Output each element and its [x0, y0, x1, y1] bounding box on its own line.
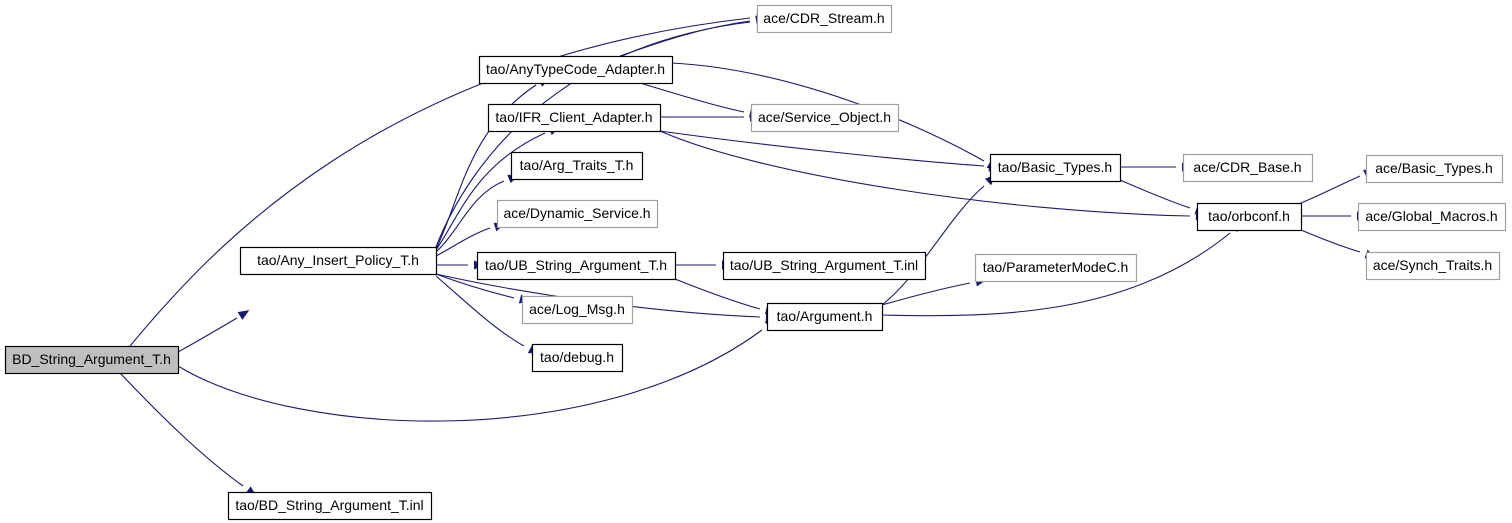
graph-node-argument[interactable]: tao/Argument.h	[766, 302, 884, 332]
node-label: ace/Dynamic_Service.h	[503, 205, 650, 221]
node-label: tao/debug.h	[540, 349, 614, 365]
node-label: ace/Global_Macros.h	[1365, 208, 1497, 224]
graph-node-ifr_client[interactable]: tao/IFR_Client_Adapter.h	[487, 103, 662, 133]
graph-node-basic_types_tao[interactable]: tao/Basic_Types.h	[989, 153, 1122, 183]
graph-node-any_insert[interactable]: tao/Any_Insert_Policy_T.h	[239, 246, 438, 276]
node-label: ace/CDR_Base.h	[1193, 159, 1301, 175]
node-label: ace/Log_Msg.h	[529, 301, 625, 317]
edge-bd_string-to-any_insert	[177, 310, 250, 353]
node-box[interactable]	[496, 199, 659, 229]
node-label: ace/Basic_Types.h	[1375, 160, 1493, 176]
edge-line	[881, 282, 971, 306]
graph-node-debug[interactable]: tao/debug.h	[531, 343, 624, 373]
edge-basic_types_tao-to-orbconf	[1119, 179, 1207, 215]
edge-line	[619, 20, 751, 57]
edge-line	[1119, 179, 1191, 209]
node-box[interactable]	[974, 253, 1138, 283]
edge-ifr_client-to-basic_types_tao	[659, 130, 1000, 172]
graph-node-orbconf[interactable]: tao/orbconf.h	[1196, 202, 1303, 232]
graph-node-global_macros[interactable]: ace/Global_Macros.h	[1357, 202, 1507, 232]
edge-bd_string-to-argument	[177, 316, 776, 422]
node-box[interactable]	[227, 491, 433, 521]
node-box[interactable]	[531, 343, 624, 373]
edge-line	[435, 180, 505, 253]
node-box[interactable]	[510, 151, 644, 181]
arrow-head-icon	[237, 310, 250, 320]
edge-line	[129, 17, 751, 347]
graph-node-basic_types_ace[interactable]: ace/Basic_Types.h	[1365, 154, 1504, 184]
graph-node-dynamic_service[interactable]: ace/Dynamic_Service.h	[496, 199, 659, 229]
graph-node-cdr_stream[interactable]: ace/CDR_Stream.h	[756, 4, 893, 34]
graph-node-cdr_base[interactable]: ace/CDR_Base.h	[1182, 153, 1314, 183]
node-label: tao/UB_String_Argument_T.inl	[730, 257, 918, 273]
edge-basic_types_tao-to-cdr_base	[1120, 162, 1193, 172]
node-label: tao/IFR_Client_Adapter.h	[495, 109, 652, 125]
node-label: BD_String_Argument_T.h	[12, 351, 171, 367]
node-box[interactable]	[722, 251, 927, 281]
edge-line	[119, 372, 244, 487]
node-box[interactable]	[4, 345, 180, 375]
edge-line	[659, 130, 985, 167]
node-label: ace/Service_Object.h	[758, 109, 891, 125]
edge-line	[435, 84, 537, 250]
node-label: tao/Basic_Types.h	[998, 159, 1112, 175]
edge-ifr_client-to-service_object	[660, 112, 761, 122]
node-label: tao/orbconf.h	[1208, 208, 1290, 224]
node-box[interactable]	[521, 295, 634, 325]
edge-line	[639, 82, 745, 113]
edge-argument-to-basic_types_tao	[881, 174, 997, 306]
node-box[interactable]	[1365, 251, 1501, 281]
node-label: tao/Any_Insert_Policy_T.h	[257, 252, 419, 268]
node-box[interactable]	[750, 103, 900, 133]
node-label: tao/UB_String_Argument_T.h	[485, 257, 667, 273]
edge-line	[435, 273, 515, 299]
edge-line	[881, 185, 985, 306]
graph-node-bd_string_inl[interactable]: tao/BD_String_Argument_T.inl	[227, 491, 433, 521]
node-label: tao/ParameterModeC.h	[983, 259, 1129, 275]
node-box[interactable]	[989, 153, 1122, 183]
graph-node-synch_traits[interactable]: ace/Synch_Traits.h	[1365, 251, 1501, 281]
node-box[interactable]	[1365, 154, 1504, 184]
node-box[interactable]	[487, 103, 662, 133]
nodes-layer: BD_String_Argument_T.h tao/Any_Insert_Pol…	[4, 4, 1507, 521]
edge-line	[435, 227, 491, 257]
node-label: tao/Arg_Traits_T.h	[520, 157, 634, 173]
edge-line	[177, 317, 238, 353]
graph-node-anytypecode[interactable]: tao/AnyTypeCode_Adapter.h	[478, 55, 674, 85]
node-box[interactable]	[476, 251, 677, 281]
node-label: tao/Argument.h	[777, 308, 873, 324]
graph-node-service_object[interactable]: ace/Service_Object.h	[750, 103, 900, 133]
node-label: tao/AnyTypeCode_Adapter.h	[486, 61, 665, 77]
edge-any_insert-to-ifr_client	[435, 126, 561, 251]
edge-line	[435, 275, 525, 347]
node-box[interactable]	[766, 302, 884, 332]
node-box[interactable]	[756, 4, 893, 34]
node-label: tao/BD_String_Argument_T.inl	[235, 497, 423, 513]
edge-line	[881, 232, 1231, 317]
edge-line	[659, 130, 1191, 217]
edge-ifr_client-to-orbconf	[659, 130, 1207, 221]
graph-node-ub_string[interactable]: tao/UB_String_Argument_T.h	[476, 251, 677, 281]
node-box[interactable]	[1357, 202, 1507, 232]
node-label: ace/CDR_Stream.h	[763, 10, 884, 26]
edge-ub_string-to-argument	[674, 278, 777, 315]
node-box[interactable]	[1182, 153, 1314, 183]
node-box[interactable]	[239, 246, 438, 276]
edge-line	[435, 132, 546, 251]
edge-line	[674, 278, 761, 310]
graph-node-bd_string[interactable]: BD_String_Argument_T.h	[4, 345, 180, 375]
graph-node-log_msg[interactable]: ace/Log_Msg.h	[521, 295, 634, 325]
node-box[interactable]	[478, 55, 674, 85]
edge-line	[177, 329, 763, 422]
graph-node-parametermode[interactable]: tao/ParameterModeC.h	[974, 253, 1138, 283]
node-box[interactable]	[1196, 202, 1303, 232]
node-label: ace/Synch_Traits.h	[1373, 257, 1492, 273]
graph-node-ub_string_inl[interactable]: tao/UB_String_Argument_T.inl	[722, 251, 927, 281]
edge-line	[671, 62, 985, 162]
edge-line	[1300, 229, 1361, 253]
edge-line	[1300, 175, 1361, 204]
edge-bd_string-to-bd_string_inl	[119, 372, 257, 497]
graph-node-arg_traits[interactable]: tao/Arg_Traits_T.h	[510, 151, 644, 181]
